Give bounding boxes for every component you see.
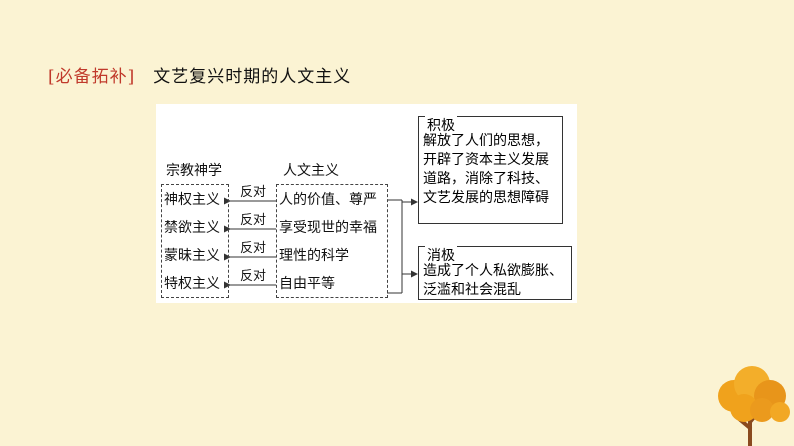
left-item: 神权主义 — [164, 192, 220, 208]
mid-item: 理性的科学 — [279, 248, 349, 264]
left-item: 特权主义 — [164, 276, 220, 292]
mid-heading: 人文主义 — [283, 163, 339, 179]
autumn-tree-icon — [718, 366, 790, 446]
humanism-box — [276, 184, 388, 298]
negative-heading: 消极 — [425, 245, 457, 265]
oppose-label: 反对 — [240, 213, 267, 228]
left-item: 禁欲主义 — [164, 220, 220, 236]
religion-box — [161, 184, 229, 298]
concept-diagram: 宗教神学 人文主义 神权主义 禁欲主义 蒙昧主义 特权主义 反对 反对 反对 反… — [156, 104, 577, 303]
title-row: [必备拓补] 文艺复兴时期的人文主义 — [48, 62, 351, 87]
negative-panel: 消极 造成了个人私欲膨胀、泛滥和社会混乱 — [418, 245, 572, 300]
section-tag: [必备拓补] — [48, 67, 136, 87]
page-title: 文艺复兴时期的人文主义 — [153, 67, 352, 87]
left-item: 蒙昧主义 — [164, 248, 220, 264]
oppose-label: 反对 — [240, 185, 267, 200]
left-heading: 宗教神学 — [166, 163, 222, 179]
positive-heading: 积极 — [425, 115, 457, 135]
mid-item: 自由平等 — [279, 276, 335, 292]
diagram-connectors — [224, 197, 418, 294]
mid-item: 人的价值、尊严 — [279, 192, 377, 208]
oppose-label: 反对 — [240, 241, 267, 256]
mid-item: 享受现世的幸福 — [279, 220, 377, 236]
oppose-label: 反对 — [240, 269, 267, 284]
positive-body: 解放了人们的思想，开辟了资本主义发展道路，消除了科技、文艺发展的思想障碍 — [423, 133, 549, 206]
negative-body: 造成了个人私欲膨胀、泛滥和社会混乱 — [423, 263, 563, 298]
positive-panel: 积极 解放了人们的思想，开辟了资本主义发展道路，消除了科技、文艺发展的思想障碍 — [418, 115, 563, 224]
